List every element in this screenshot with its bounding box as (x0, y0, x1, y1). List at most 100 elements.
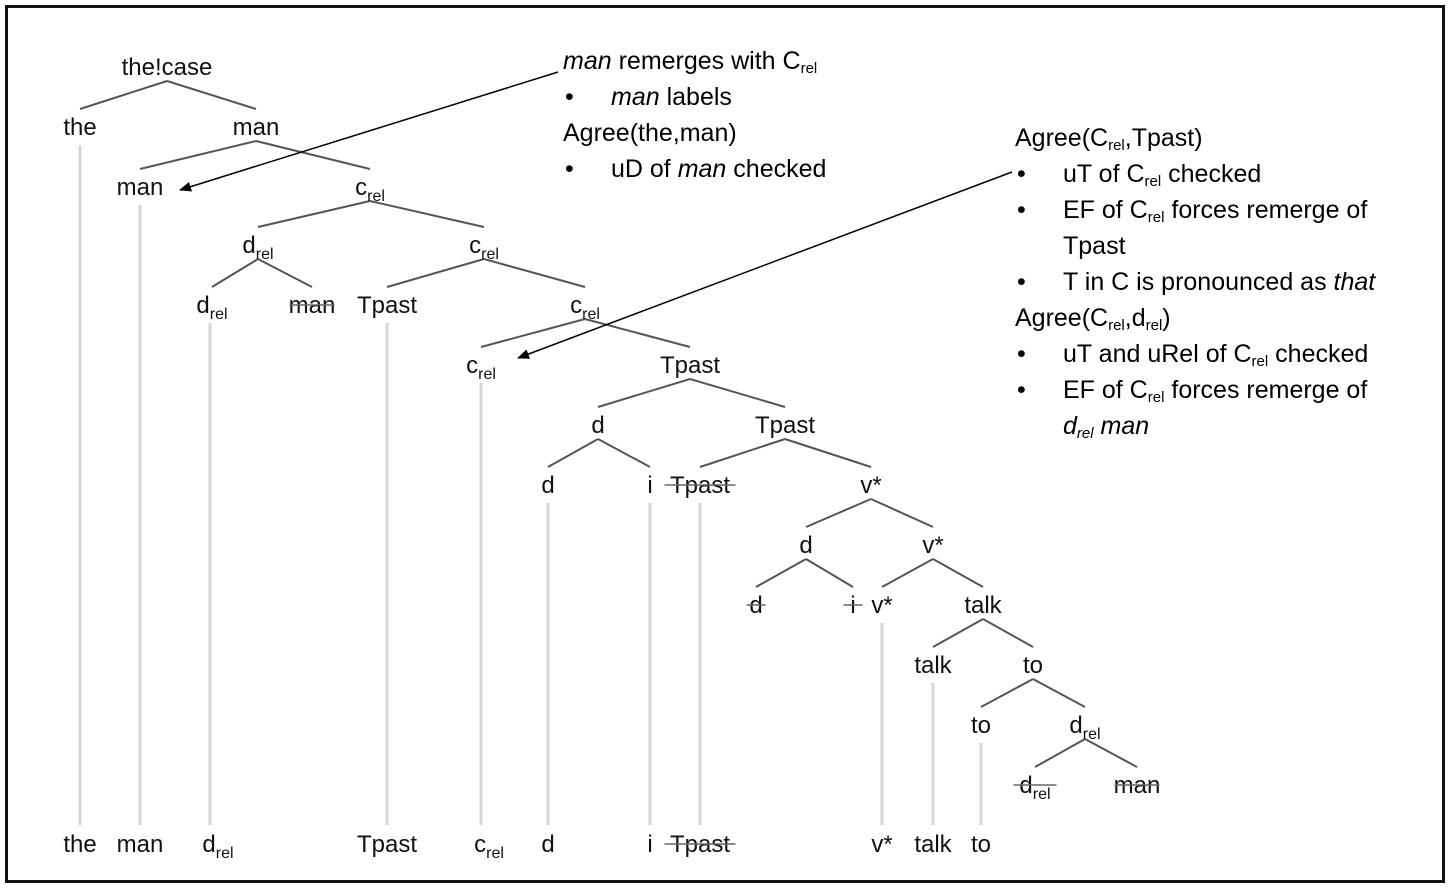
note2-heading-2-sub1: rel (1108, 317, 1125, 334)
tree-edge (255, 140, 371, 170)
tree-edge (932, 618, 984, 648)
note2-bullet-5-cont-em2: man (1093, 412, 1150, 440)
note2-heading-1-sub: rel (1108, 137, 1125, 154)
tree-node-tpast1: Tpast (357, 292, 417, 319)
tree-node-the: the (63, 114, 96, 141)
note2-bullet-1-a: uT of C (1063, 160, 1145, 188)
tree-node-talk1: talk (964, 592, 1002, 619)
annotation-arrow-note1 (179, 71, 559, 192)
note1-bullet-2: •uD of man checked (563, 151, 826, 187)
tree-node-drel3: drel (1069, 712, 1100, 743)
tree-node-d2: d (541, 472, 554, 499)
tree-node-crel3: crel (570, 292, 600, 323)
tree-node-vstar2: v* (922, 532, 943, 559)
note1-heading-sub: rel (800, 60, 818, 77)
tree-edge (805, 558, 854, 588)
note2-bullet-1-sub: rel (1144, 173, 1162, 190)
tree-node-drel2: drel (196, 292, 227, 323)
note1-bullet-1: • man labels (563, 79, 826, 115)
tree-node-drel1: drel (242, 232, 273, 263)
tree-node-i1: i (647, 472, 652, 499)
tree-edge (980, 678, 1034, 708)
tree-edge (166, 80, 257, 110)
tree-edge (597, 438, 651, 468)
note2-bullet-5-b: forces remerge of (1164, 376, 1368, 404)
note2-heading-2-a: Agree(C (1015, 304, 1109, 332)
note2-bullet-2-b: forces remerge of (1164, 196, 1368, 224)
tree-edge (211, 258, 259, 288)
note1-heading-text: remerges with C (611, 47, 801, 75)
tree-node-thecase: the!case (122, 54, 213, 81)
note2-bullet-5-cont-sub: rel (1076, 425, 1094, 442)
diagram-frame (5, 5, 1445, 883)
note2-bullet-4: •uT and uRel of Crel checked (1015, 336, 1375, 372)
tree-stems (78, 145, 983, 825)
note2-bullet-5-sub: rel (1147, 389, 1165, 406)
tree-edge (932, 558, 984, 588)
bullet-icon: • (565, 155, 574, 183)
tree-node-crel2: crel (469, 232, 499, 263)
tree-node-d1: d (591, 412, 604, 439)
tree-node-tpast3: Tpast (755, 412, 815, 439)
note2-bullet-5-a: EF of C (1063, 376, 1148, 404)
note2-heading-2-b: ) (1162, 304, 1171, 332)
tree-edge (369, 200, 485, 228)
tree-edge (483, 258, 586, 288)
note2-heading-1: Agree(Crel,Tpast) (1015, 120, 1375, 156)
tree-edge (1032, 678, 1086, 708)
note2-bullet-2: • EF of Crel forces remerge of (1015, 192, 1375, 228)
note2-bullet-3-a: T in C is pronounced as (1063, 268, 1334, 296)
annotation-note-remerge-man: man remerges with Crel •man labels Agree… (563, 43, 826, 187)
tree-node-drel4: drel (1019, 772, 1050, 803)
note1-bullet-2-text-a: uD of (611, 155, 678, 183)
note2-heading-2-mid: ,d (1124, 304, 1146, 332)
tree-edge (689, 378, 786, 408)
tree-node-vstar1: v* (860, 472, 881, 499)
tree-edge (480, 318, 586, 348)
note2-bullet-5: • EF of Crel forces remerge of (1015, 372, 1375, 408)
note2-bullet-4-a: uT and uRel of C (1063, 340, 1252, 368)
leaf-vstar: v* (871, 831, 892, 858)
bullet-icon: • (1017, 160, 1026, 188)
tree-node-talk2: talk (914, 652, 952, 679)
note2-bullet-1: •uT of Crel checked (1015, 156, 1375, 192)
leaf-i: i (647, 831, 652, 858)
tree-edge (784, 438, 872, 468)
tree-node-crel4: crel (466, 352, 496, 383)
note2-bullet-5-cont-em: d (1063, 412, 1077, 440)
note2-heading-2-sub2: rel (1145, 317, 1163, 334)
tree-edge (257, 258, 313, 288)
note1-bullet-1-em: man (611, 83, 660, 111)
note2-heading-1-b: ,Tpast) (1124, 124, 1203, 152)
bullet-icon: • (565, 83, 574, 111)
tree-edge (139, 140, 257, 170)
tree-node-d3: d (799, 532, 812, 559)
note2-bullet-3-em: that (1333, 268, 1376, 296)
note1-bullet-1-text: labels (659, 83, 732, 111)
note2-bullet-2-cont: Tpast (1063, 232, 1126, 260)
bullet-icon: • (1017, 376, 1026, 404)
note1-bullet-2-text-b: checked (726, 155, 827, 183)
tree-edges (79, 80, 1138, 768)
bullet-icon: • (1017, 196, 1026, 224)
tree-edge (386, 258, 485, 288)
tree-node-man1: man (233, 114, 280, 141)
note2-bullet-5-cont: drel man (1015, 408, 1375, 444)
note2-heading-1-a: Agree(C (1015, 124, 1109, 152)
note1-heading: man remerges with Crel (563, 43, 826, 79)
annotation-arrow-note2 (517, 171, 1013, 359)
leaf-drel: drel (202, 831, 233, 862)
note2-bullet-2-a: EF of C (1063, 196, 1148, 224)
note2-heading-2: Agree(Crel,drel) (1015, 300, 1375, 336)
tree-edge (699, 438, 786, 468)
tree-edge (584, 318, 691, 348)
note2-bullet-2-sub: rel (1147, 209, 1165, 226)
leaf-the: the (63, 831, 96, 858)
tree-edge (805, 498, 872, 528)
tree-node-to2: to (971, 712, 991, 739)
leaf-crel: crel (474, 831, 504, 862)
tree-edge (1084, 738, 1138, 768)
tree-node-man2: man (117, 174, 164, 201)
